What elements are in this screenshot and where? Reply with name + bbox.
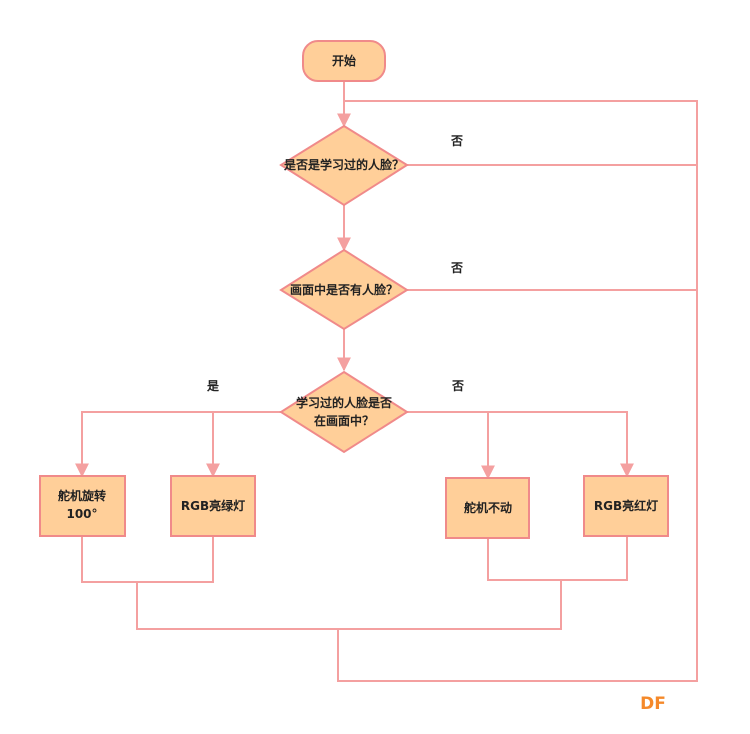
process-servo-still: [445, 477, 530, 539]
decision-face-present: [279, 248, 409, 331]
process-rgb-red: [583, 475, 669, 537]
decision-learned-face-label: 是否是学习过的人脸？: [283, 157, 404, 172]
decision-face-in-frame: [279, 370, 409, 454]
connectors: [75, 81, 698, 682]
servo-rotate-label-1: 舵机旋转: [58, 488, 106, 503]
edge-label-yes-3: 是: [206, 379, 220, 393]
df-logo: DF: [640, 694, 666, 714]
start-label: 开始: [332, 53, 356, 68]
edge-merge-bottom: [136, 580, 562, 630]
edge-merge-left: [81, 536, 214, 583]
edge-label-no-2: 否: [450, 261, 463, 275]
edge-label-no-1: 否: [450, 134, 463, 148]
servo-rotate-label-2: 100°: [66, 507, 97, 521]
process-servo-rotate: [39, 475, 126, 537]
process-rgb-green: [170, 475, 256, 537]
edge-return-loop: [337, 100, 698, 682]
edge-q3-no-red: [407, 411, 634, 478]
edge-q3-yes-servo: [75, 411, 281, 478]
decision-learned-face: [279, 124, 409, 207]
decision-face-present-label: 画面中是否有人脸？: [290, 282, 398, 297]
rgb-green-label: RGB亮绿灯: [181, 498, 245, 513]
nodes: [39, 40, 669, 539]
decision-face-in-frame-label-1: 学习过的人脸是否: [296, 395, 392, 410]
start-node: [302, 40, 386, 82]
decision-face-in-frame-label-2: 在画面中？: [314, 413, 374, 428]
edge-label-no-3: 否: [451, 379, 464, 393]
edge-merge-right: [487, 536, 628, 581]
rgb-red-label: RGB亮红灯: [594, 498, 658, 513]
servo-still-label: 舵机不动: [464, 500, 512, 515]
